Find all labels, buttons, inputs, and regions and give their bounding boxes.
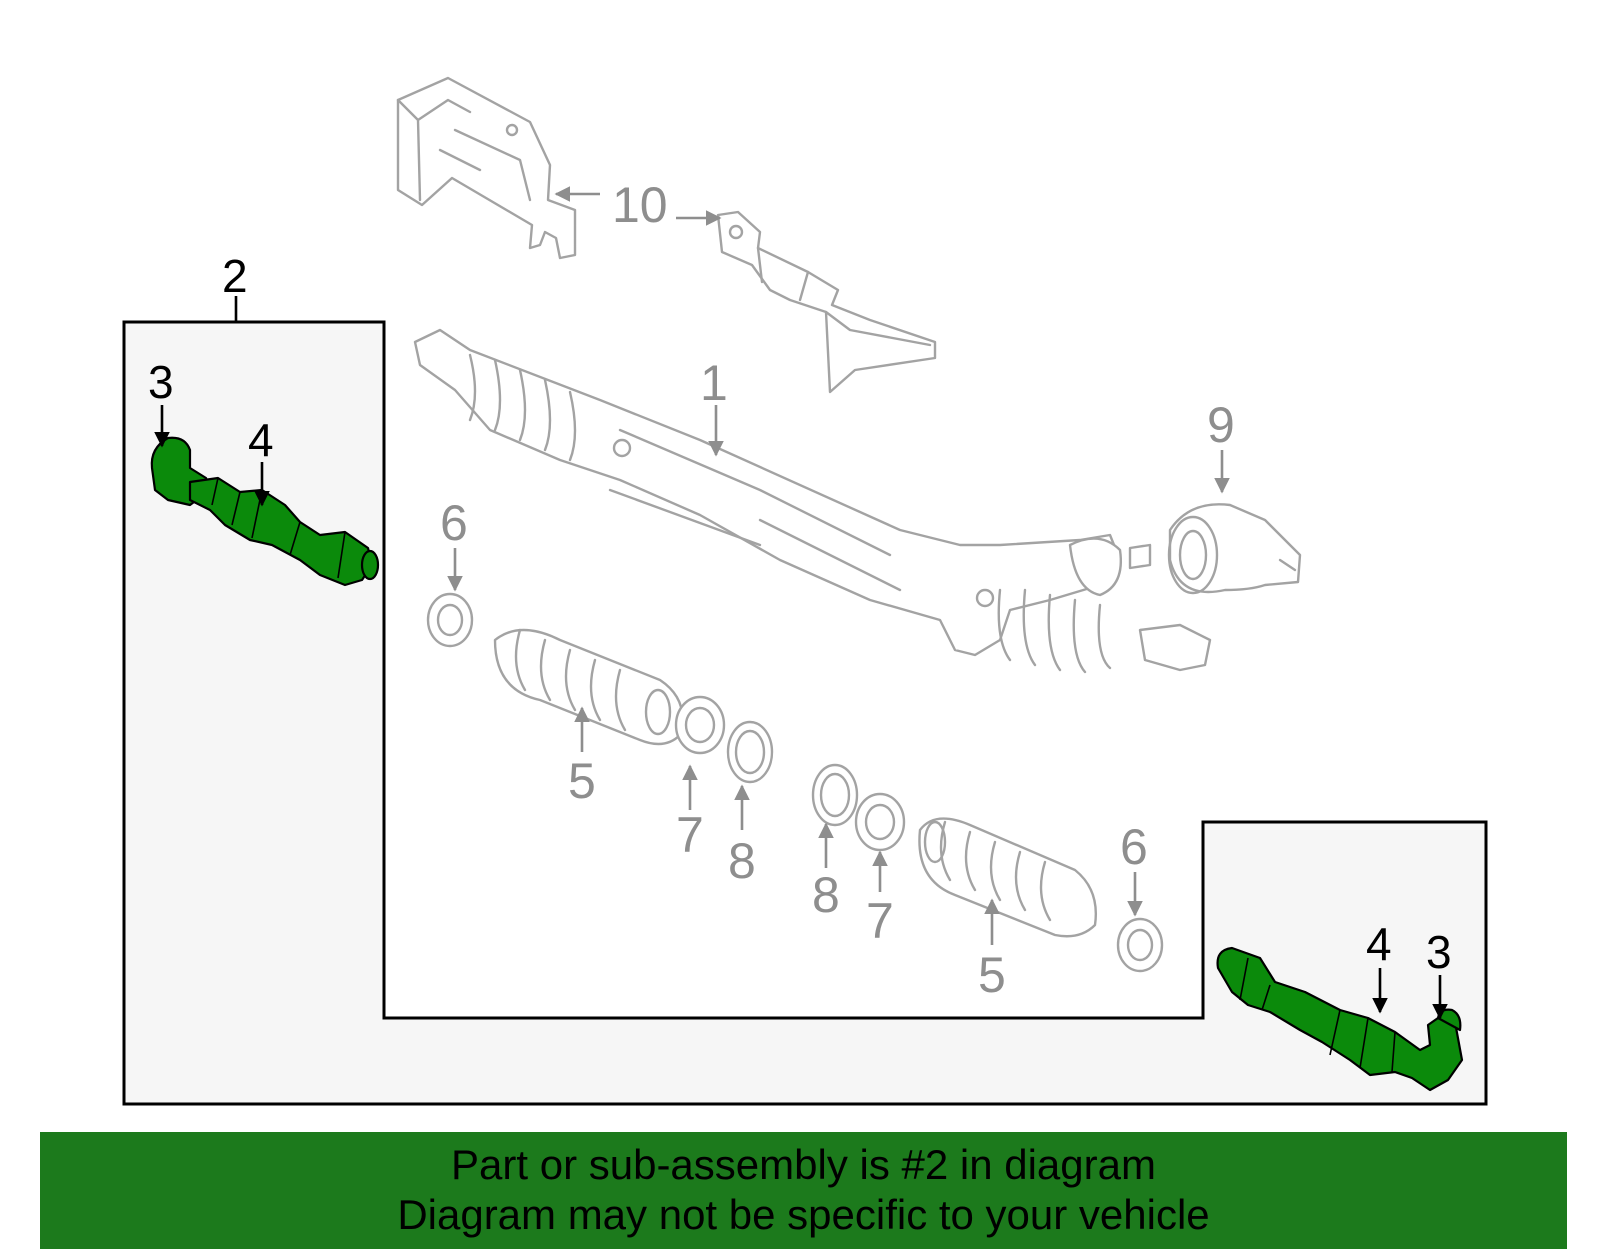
callout-6-lower: 6 bbox=[1120, 819, 1148, 875]
heat-shield-lower-part bbox=[716, 210, 937, 394]
callout-1: 1 bbox=[700, 355, 728, 411]
clamp-upper-part bbox=[426, 592, 474, 648]
callout-6-upper: 6 bbox=[440, 495, 468, 551]
callout-5-lower: 5 bbox=[978, 947, 1006, 1003]
ring-lower-part bbox=[811, 763, 859, 827]
heat-shield-part bbox=[396, 76, 577, 260]
callout-8-lower: 8 bbox=[812, 867, 840, 923]
clamp-inner-upper-part bbox=[674, 695, 726, 755]
callout-7-upper: 7 bbox=[676, 807, 704, 863]
footer-line-2: Diagram may not be specific to your vehi… bbox=[397, 1191, 1210, 1238]
callout-10: 10 bbox=[612, 177, 668, 233]
cover-part bbox=[1167, 503, 1302, 595]
steering-gear-part bbox=[413, 328, 1212, 674]
ring-upper-part bbox=[726, 720, 774, 784]
callout-3-right: 3 bbox=[1426, 926, 1452, 978]
callout-4-right: 4 bbox=[1366, 918, 1392, 970]
clamp-inner-lower-part bbox=[854, 792, 906, 852]
footer-banner: Part or sub-assembly is #2 in diagram Di… bbox=[40, 1132, 1567, 1249]
callout-2: 2 bbox=[222, 250, 248, 302]
callout-5-upper: 5 bbox=[568, 753, 596, 809]
footer-line-1: Part or sub-assembly is #2 in diagram bbox=[451, 1141, 1156, 1188]
callout-9: 9 bbox=[1207, 397, 1235, 453]
clamp-lower-part bbox=[1116, 917, 1164, 973]
callout-7-lower: 7 bbox=[866, 893, 894, 949]
callout-3-left: 3 bbox=[148, 356, 174, 408]
callout-8-upper: 8 bbox=[728, 833, 756, 889]
boot-lower-part bbox=[918, 817, 1097, 938]
callout-4-left: 4 bbox=[248, 414, 274, 466]
boot-upper-part bbox=[493, 628, 684, 746]
